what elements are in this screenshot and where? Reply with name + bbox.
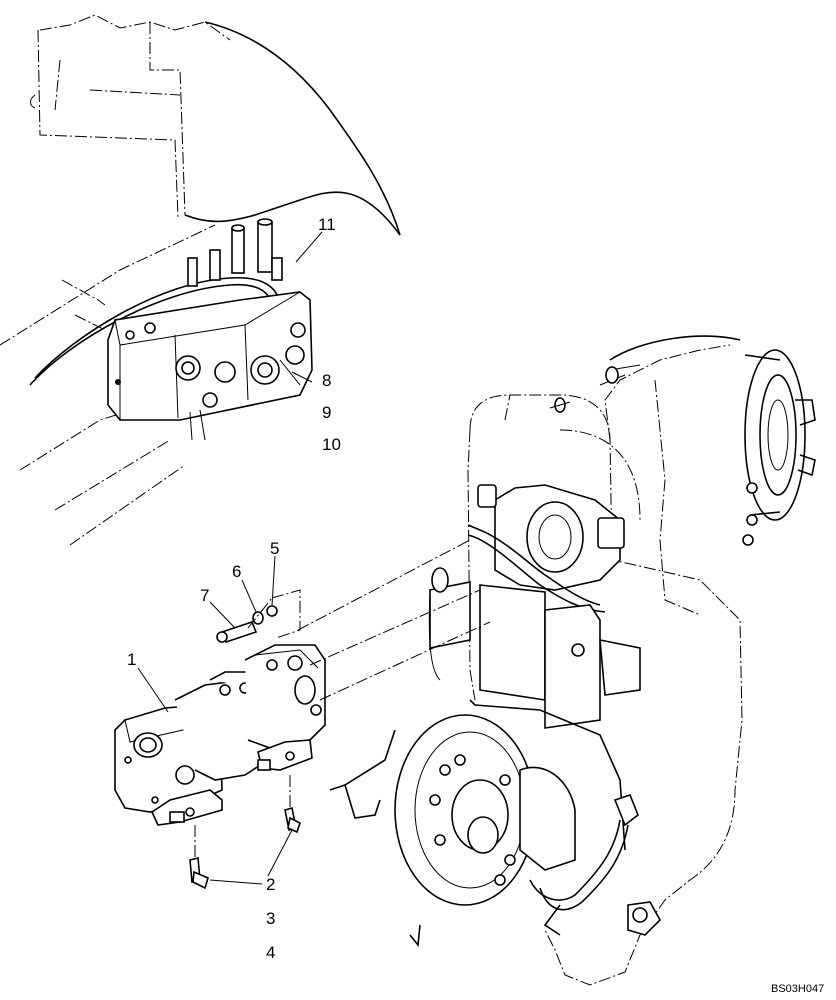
callout-11: 11 xyxy=(318,215,336,234)
drawing-reference: BS03H047 xyxy=(771,983,825,995)
callout-6: 6 xyxy=(232,562,242,581)
control-valve xyxy=(29,218,313,441)
callout-9: 9 xyxy=(322,403,332,422)
alignment-lines xyxy=(194,539,491,860)
callout-10: 10 xyxy=(322,435,341,454)
callout-1: 1 xyxy=(127,650,137,669)
callout-7: 7 xyxy=(200,586,210,605)
callout-2: 2 xyxy=(266,875,276,894)
leader-lines xyxy=(137,231,323,885)
transmission-housing xyxy=(329,335,816,986)
fasteners xyxy=(189,605,301,890)
frame-phantom xyxy=(0,14,401,546)
callout-3: 3 xyxy=(266,909,276,928)
hydraulic-pump xyxy=(114,644,326,826)
callout-4: 4 xyxy=(266,943,276,962)
callout-5: 5 xyxy=(270,539,280,558)
callout-8: 8 xyxy=(322,371,332,390)
